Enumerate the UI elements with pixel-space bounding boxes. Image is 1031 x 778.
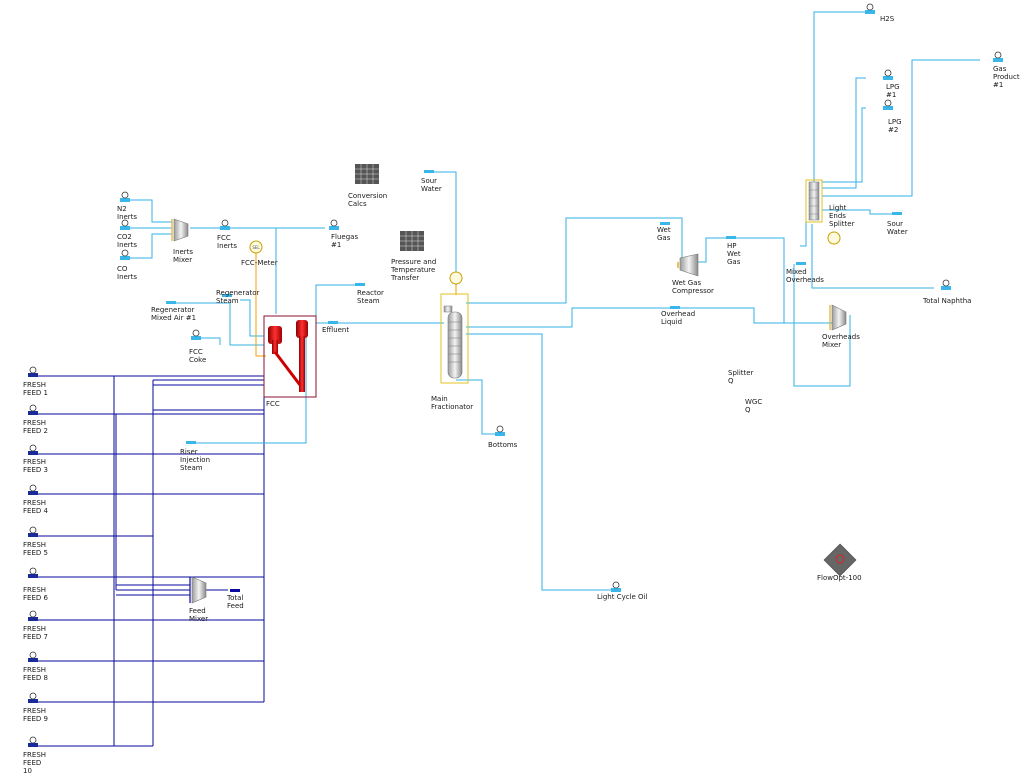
light-ends-splitter-icon[interactable] xyxy=(805,179,841,245)
stream-arrow-icon[interactable] xyxy=(166,170,902,444)
energy-streams xyxy=(255,250,457,357)
fcc-meter-icon[interactable]: SEL xyxy=(249,240,263,254)
label-fresh-feed-5[interactable]: FRESH FEED 5 xyxy=(23,541,48,557)
label-fresh-feed-2[interactable]: FRESH FEED 2 xyxy=(23,419,48,435)
overheads-mixer-icon[interactable] xyxy=(829,304,847,331)
label-total-feed[interactable]: Total Feed xyxy=(227,594,244,610)
label-fresh-feed-9[interactable]: FRESH FEED 9 xyxy=(23,707,48,723)
label-co-inerts[interactable]: CO Inerts xyxy=(117,265,138,281)
label-fresh-feed-1[interactable]: FRESH FEED 1 xyxy=(23,381,48,397)
label-inerts-mixer[interactable]: Inerts Mixer xyxy=(173,248,194,264)
label-regenerator-steam[interactable]: Regenerator Steam xyxy=(216,289,260,305)
label-fcc-inerts[interactable]: FCC Inerts xyxy=(217,234,238,250)
spreadsheet-icon[interactable] xyxy=(355,164,379,184)
label-feed-mixer[interactable]: Feed Mixer xyxy=(189,607,209,623)
label-regenerator-mixed-air[interactable]: Regenerator Mixed Air #1 xyxy=(151,306,197,322)
label-bottoms[interactable]: Bottoms xyxy=(488,441,518,449)
inerts-mixer-icon[interactable] xyxy=(171,218,189,242)
spreadsheet-icon[interactable] xyxy=(400,231,424,251)
material-streams xyxy=(130,11,980,591)
feed-mixer-icon[interactable] xyxy=(189,576,207,604)
total-feed-arrow-icon[interactable] xyxy=(230,589,240,592)
label-wgc-q[interactable]: WGC Q xyxy=(745,398,763,414)
label-light-ends-splitter[interactable]: Light Ends Splitter xyxy=(829,204,855,228)
label-fcc[interactable]: FCC xyxy=(266,400,280,408)
label-wet-gas[interactable]: Wet Gas xyxy=(657,226,671,242)
label-hp-wet-gas[interactable]: HP Wet Gas xyxy=(727,242,741,266)
label-fresh-feed-7[interactable]: FRESH FEED 7 xyxy=(23,625,48,641)
fresh-feed-piping xyxy=(30,375,265,747)
label-sour-water-right[interactable]: Sour Water xyxy=(887,220,908,236)
label-conversion-calcs[interactable]: Conversion Calcs xyxy=(348,192,388,208)
label-fresh-feed-3[interactable]: FRESH FEED 3 xyxy=(23,458,48,474)
label-co2-inerts[interactable]: CO2 Inerts xyxy=(117,233,138,249)
label-fresh-feed-4[interactable]: FRESH FEED 4 xyxy=(23,499,48,515)
label-lpg1[interactable]: LPG #1 xyxy=(886,83,900,99)
label-overhead-liquid[interactable]: Overhead Liquid xyxy=(661,310,696,326)
wet-gas-compressor-icon[interactable] xyxy=(677,253,699,277)
label-h2s[interactable]: H2S xyxy=(880,15,895,23)
label-main-fractionator[interactable]: Main Fractionator xyxy=(431,395,474,411)
label-fluegas[interactable]: Fluegas #1 xyxy=(331,233,359,249)
label-flowopt[interactable]: FlowOpt-100 xyxy=(817,574,862,582)
label-splitter-q[interactable]: Splitter Q xyxy=(728,369,754,385)
label-effluent[interactable]: Effluent xyxy=(322,326,350,334)
flow-optimizer-icon[interactable] xyxy=(823,543,857,577)
label-mixed-overheads[interactable]: Mixed Overheads xyxy=(786,268,824,284)
label-pt-transfer[interactable]: Pressure and Temperature Transfer xyxy=(391,258,437,282)
label-fresh-feed-10[interactable]: FRESH FEED 10 xyxy=(23,751,47,775)
label-lpg2[interactable]: LPG #2 xyxy=(888,118,902,134)
label-fcc-coke[interactable]: FCC Coke xyxy=(189,348,207,364)
svg-text:SEL: SEL xyxy=(252,245,260,250)
label-sour-water-top[interactable]: Sour Water xyxy=(421,177,442,193)
label-reactor-steam[interactable]: Reactor Steam xyxy=(357,289,384,305)
label-light-cycle-oil[interactable]: Light Cycle Oil xyxy=(597,593,648,601)
label-n2-inerts[interactable]: N2 Inerts xyxy=(117,205,138,221)
label-wet-gas-compressor[interactable]: Wet Gas Compressor xyxy=(672,279,714,295)
main-fractionator-icon[interactable] xyxy=(440,271,469,384)
label-gas-product[interactable]: Gas Product #1 xyxy=(993,65,1020,89)
label-total-naphtha[interactable]: Total Naphtha xyxy=(923,297,972,305)
label-riser-injection-steam[interactable]: Riser Injection Steam xyxy=(180,448,211,472)
fcc-reactor-icon[interactable] xyxy=(263,315,317,398)
label-fcc-meter[interactable]: FCC-Meter xyxy=(241,259,278,267)
label-fresh-feed-6[interactable]: FRESH FEED 6 xyxy=(23,586,48,602)
label-overheads-mixer[interactable]: Overheads Mixer xyxy=(822,333,860,349)
label-fresh-feed-8[interactable]: FRESH FEED 8 xyxy=(23,666,48,682)
